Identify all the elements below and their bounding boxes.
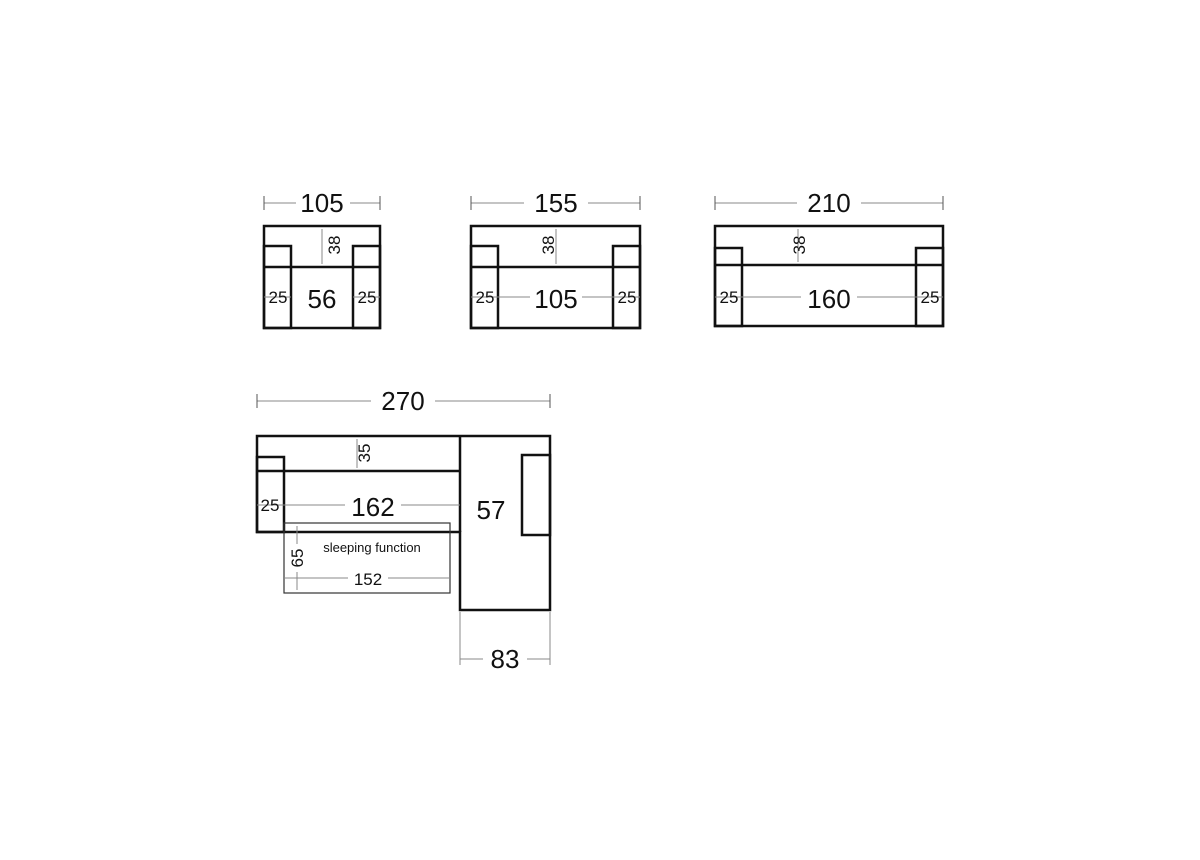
sofa3-left-arm — [713, 246, 744, 328]
sofa3-total-width: 210 — [807, 188, 850, 218]
sofa2-drawing: 155 38 105 25 25 — [469, 188, 642, 330]
sofa3-seat-label-bg — [801, 284, 857, 310]
corner-total-width: 270 — [381, 386, 424, 416]
armchair-left-arm — [262, 244, 293, 330]
sofa3-right-arm-width: 25 — [921, 288, 940, 307]
sofa2-total-width: 155 — [534, 188, 577, 218]
sleeping-function-label: sleeping function — [323, 540, 421, 555]
corner-back-depth: 35 — [355, 444, 374, 463]
corner-width-label-bg — [371, 388, 435, 414]
sleeping-width: 152 — [354, 570, 382, 589]
armchair-back-depth: 38 — [325, 236, 344, 255]
sofa3-right-arm — [914, 246, 945, 328]
armchair-right-arm-width: 25 — [358, 288, 377, 307]
sofa3-left-arm-width: 25 — [720, 288, 739, 307]
sofa2-width-label-bg — [524, 190, 588, 216]
corner-sofa-drawing: 270 35 162 25 57 sleeping function 152 6… — [255, 386, 552, 674]
sofa2-right-arm — [611, 244, 642, 330]
corner-chaise-width: 83 — [491, 644, 520, 674]
corner-left-arm — [255, 455, 286, 534]
armchair-right-arm — [351, 244, 382, 330]
sofa2-right-arm-width: 25 — [618, 288, 637, 307]
sofa3-width-label-bg — [797, 190, 861, 216]
armchair-left-arm-width: 25 — [269, 288, 288, 307]
sofa2-back-depth: 38 — [539, 236, 558, 255]
sofa2-seat-width: 105 — [534, 284, 577, 314]
sleeping-function-box — [283, 522, 451, 594]
corner-seat-width: 162 — [351, 492, 394, 522]
corner-chaise-seat: 57 — [477, 495, 506, 525]
armchair-seat-width: 56 — [308, 284, 337, 314]
sofa3-back-depth: 38 — [790, 236, 809, 255]
corner-left-arm-width: 25 — [261, 496, 280, 515]
sofa3-seat-width: 160 — [807, 284, 850, 314]
sofa3-drawing: 210 38 160 25 25 — [713, 188, 945, 328]
armchair-total-width: 105 — [300, 188, 343, 218]
sofa2-seat-label-bg — [530, 284, 582, 310]
sofa2-left-arm — [469, 244, 500, 330]
armchair-width-label-bg — [296, 190, 350, 216]
sleeping-depth: 65 — [288, 549, 307, 568]
chaise-width-label-bg — [483, 646, 527, 672]
sofa2-left-arm-width: 25 — [476, 288, 495, 307]
corner-chaise-arm — [520, 453, 552, 537]
sleeping-depth-label-bg — [289, 544, 305, 572]
corner-seat-label-bg — [345, 492, 401, 518]
armchair-drawing: 105 38 56 25 25 — [262, 188, 382, 330]
sleeping-width-label-bg — [348, 568, 388, 588]
